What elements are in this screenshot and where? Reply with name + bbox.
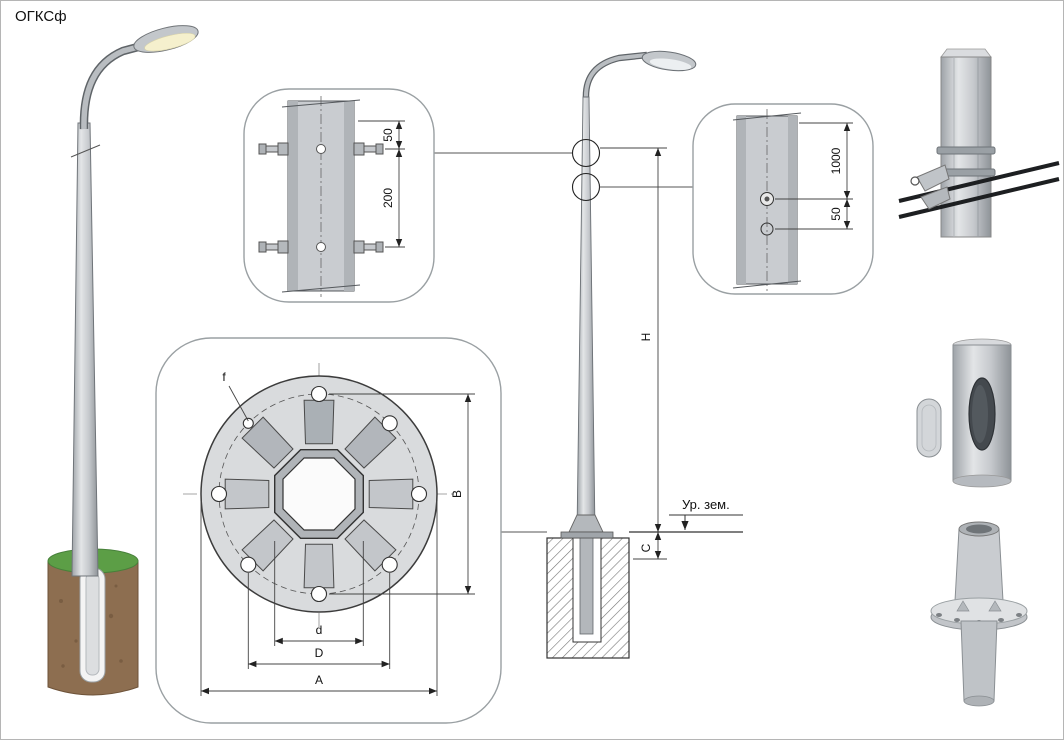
luminaire <box>133 25 199 53</box>
elev-arm <box>583 53 648 100</box>
bolt-holes <box>210 385 428 603</box>
clamp-loop <box>910 176 920 186</box>
dim-H-lines <box>600 147 667 532</box>
dim-C-lines <box>633 532 667 560</box>
break-line-top <box>281 99 361 108</box>
hole-dim-lines <box>775 122 853 230</box>
dim-d-lines <box>274 541 364 646</box>
clamp-bolts-row1 <box>258 142 384 156</box>
dim-label-50-clamp: 50 <box>381 128 395 142</box>
lower-hole <box>760 222 774 236</box>
elev-base-flare <box>568 514 604 533</box>
pole-elevation: Ур. зем. H C <box>546 50 743 659</box>
elev-shaft <box>576 96 596 533</box>
cable-upper <box>898 161 1060 203</box>
bracket-arm <box>81 40 154 130</box>
dim-label-A: A <box>315 673 323 687</box>
dim-label-1000: 1000 <box>829 147 843 174</box>
base-skirt <box>960 620 998 702</box>
base-shell <box>954 528 1004 602</box>
dim-label-f: f <box>222 370 226 384</box>
clamp-dim-lines <box>358 120 405 248</box>
ground-level-label: Ур. зем. <box>682 497 730 512</box>
base-top-hole <box>966 524 992 534</box>
pole-top-face <box>940 48 992 58</box>
weld-mark <box>70 144 101 158</box>
dim-A-lines <box>200 501 438 696</box>
octagon-tube-inner <box>282 457 356 531</box>
band-clamp-upper <box>936 146 996 155</box>
f-leader <box>228 385 249 422</box>
access-door-render <box>916 338 1012 488</box>
detail-marker-upper <box>571 138 601 168</box>
base-gusset-left <box>956 600 970 612</box>
bolt-center <box>764 196 770 202</box>
elev-arm-outline <box>582 51 648 100</box>
flange-base-render <box>930 521 1028 707</box>
dim-label-50-hole: 50 <box>829 207 843 221</box>
elev-embedded-pole <box>579 537 594 635</box>
dim-label-H: H <box>639 333 653 342</box>
dim-label-B: B <box>450 490 464 498</box>
break-line-bottom <box>732 280 802 289</box>
door-cover <box>916 398 942 458</box>
drawing-title: ОГКСф <box>15 8 67 25</box>
elev-flange-plate <box>560 531 614 539</box>
break-line-bottom <box>281 284 361 293</box>
hole-detail-callout: 1000 50 <box>692 103 874 295</box>
dim-label-d: d <box>316 623 323 637</box>
flange-plan-callout: f B d D A <box>155 337 547 724</box>
pole-cut-bottom <box>952 474 1012 488</box>
cable-lower <box>898 177 1060 219</box>
f-hole <box>242 417 254 429</box>
cable-clamps-render <box>898 48 1060 238</box>
wedge-clamp-2 <box>920 186 951 210</box>
pole-render-left <box>47 25 199 696</box>
wedge-clamp-1 <box>916 164 950 192</box>
clamp-bolts-row2 <box>258 240 384 254</box>
base-gusset-right <box>988 600 1002 612</box>
break-line-top <box>732 112 802 121</box>
dim-label-200: 200 <box>381 188 395 208</box>
elev-luminaire <box>641 50 697 72</box>
pole-shaft <box>71 122 99 577</box>
base-skirt-bottom <box>963 695 995 707</box>
clamp-detail-callout: 50 200 <box>243 88 572 303</box>
dim-label-C: C <box>639 543 653 552</box>
gussets <box>224 399 414 589</box>
dim-D-lines <box>247 573 391 669</box>
dim-B-lines <box>329 393 475 595</box>
dim-label-D: D <box>315 646 324 660</box>
